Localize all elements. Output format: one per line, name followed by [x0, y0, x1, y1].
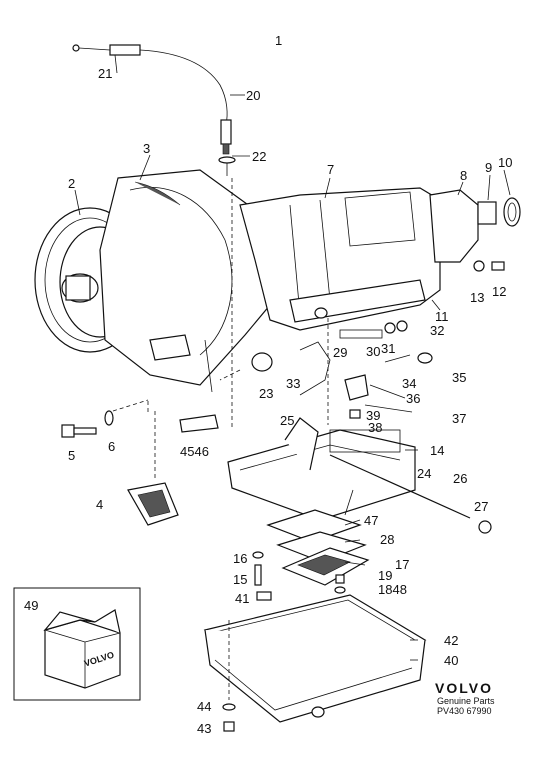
callout-22: 22 — [252, 149, 266, 164]
callout-26: 26 — [453, 471, 467, 486]
bolt-12 — [473, 260, 505, 272]
oil-filter — [281, 547, 370, 586]
callout-47: 47 — [364, 513, 378, 528]
callout-40: 40 — [444, 653, 458, 668]
callout-43: 43 — [197, 721, 211, 736]
callout-3: 3 — [143, 141, 150, 156]
part-code: PV430 67990 — [437, 706, 492, 716]
callout-6: 6 — [108, 439, 115, 454]
callout-16: 16 — [233, 551, 247, 566]
callout-28: 28 — [380, 532, 394, 547]
callout-49: 49 — [24, 598, 38, 613]
callout-32: 32 — [430, 323, 444, 338]
callout-27: 27 — [474, 499, 488, 514]
callout-31: 31 — [381, 341, 395, 356]
callout-15: 15 — [233, 572, 247, 587]
callout-numbers: 1 21 20 22 3 2 7 8 9 10 13 12 11 32 29 3… — [24, 33, 512, 736]
callout-35: 35 — [452, 370, 466, 385]
callout-19: 19 — [378, 568, 392, 583]
oil-pan — [203, 594, 427, 723]
callout-10: 10 — [498, 155, 512, 170]
callout-18-48: 1848 — [378, 582, 407, 597]
callout-20: 20 — [246, 88, 260, 103]
callout-42: 42 — [444, 633, 458, 648]
callout-23: 23 — [259, 386, 273, 401]
callout-4: 4 — [96, 497, 103, 512]
callout-8: 8 — [460, 168, 467, 183]
callout-9: 9 — [485, 160, 492, 175]
callout-24: 24 — [417, 466, 431, 481]
callout-17: 17 — [395, 557, 409, 572]
small-fasteners — [252, 551, 346, 601]
callout-41: 41 — [235, 591, 249, 606]
cover-plate-4 — [127, 410, 179, 526]
bell-housing — [99, 169, 271, 393]
callout-14: 14 — [430, 443, 444, 458]
transmission-case — [239, 187, 441, 331]
callout-1: 1 — [275, 33, 282, 48]
callout-12: 12 — [492, 284, 506, 299]
volvo-branding: VOLVO Genuine Parts PV430 67990 — [435, 680, 495, 716]
callout-39: 39 — [366, 408, 380, 423]
callout-45-46: 4546 — [180, 444, 209, 459]
callout-11: 11 — [435, 309, 449, 324]
bolt-5 — [61, 410, 114, 438]
spacer-plate — [266, 509, 367, 563]
assembly-guides — [112, 178, 329, 430]
callout-2: 2 — [68, 176, 75, 191]
gasket-45-46 — [179, 414, 219, 433]
callout-44: 44 — [197, 699, 211, 714]
callout-21: 21 — [98, 66, 112, 81]
part-23 — [219, 352, 273, 381]
genuine-parts-label: Genuine Parts — [437, 696, 495, 706]
callout-25: 25 — [280, 413, 294, 428]
throttle-cable — [72, 44, 232, 155]
leader-lines — [74, 54, 511, 661]
washer-22 — [218, 156, 236, 176]
callout-13: 13 — [470, 290, 484, 305]
callout-7: 7 — [327, 162, 334, 177]
callout-5: 5 — [68, 448, 75, 463]
extension-housing — [429, 189, 521, 263]
volvo-logo: VOLVO — [435, 680, 493, 696]
linkage — [299, 320, 433, 419]
manual-rod-24 — [329, 454, 492, 534]
callout-33: 33 — [286, 376, 300, 391]
callout-37: 37 — [452, 411, 466, 426]
callout-30: 30 — [366, 344, 380, 359]
callout-29: 29 — [333, 345, 347, 360]
valve-body — [227, 417, 416, 521]
callout-34: 34 — [402, 376, 416, 391]
kit-box-frame — [13, 587, 141, 701]
drain-plug — [222, 620, 236, 732]
callout-38: 38 — [368, 420, 382, 435]
callout-36: 36 — [406, 391, 420, 406]
